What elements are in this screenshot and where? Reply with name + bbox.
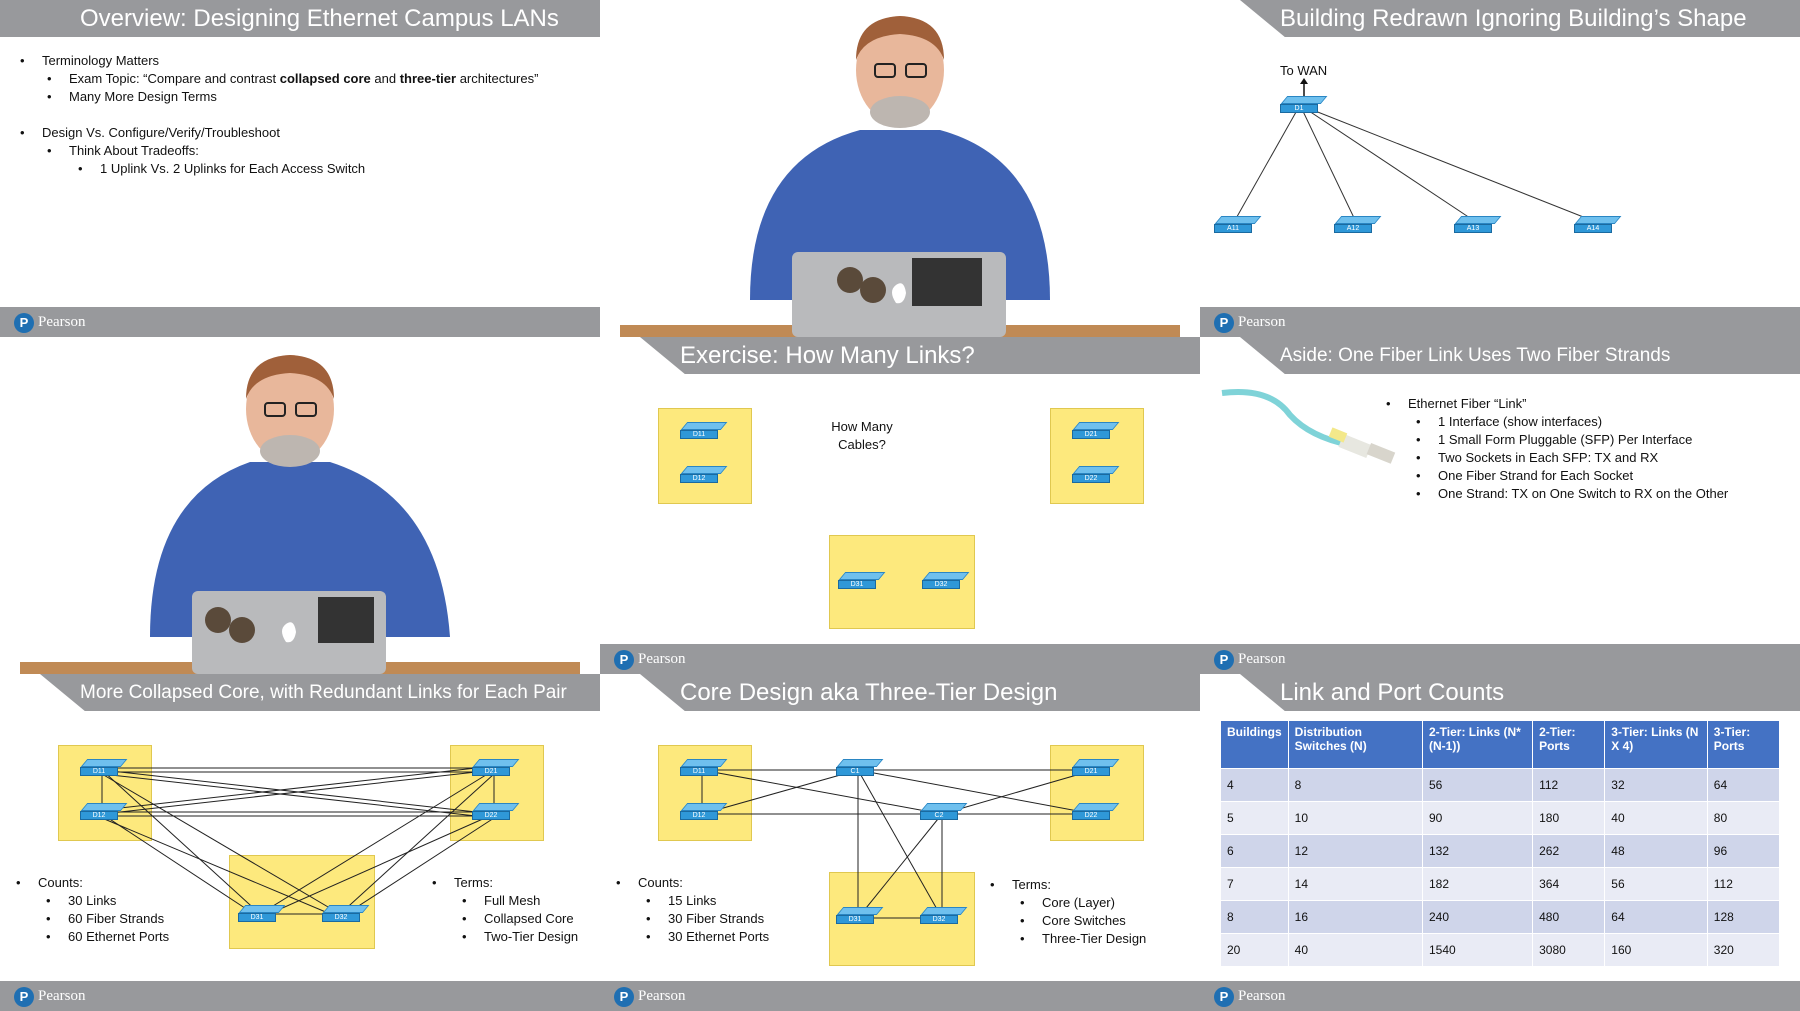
distribution-switch-icon: D32 (322, 905, 370, 923)
bullet: Many More Design Terms (47, 88, 538, 106)
table-header: 2-Tier: Ports (1532, 720, 1606, 769)
pearson-logo-icon: P (614, 986, 634, 1007)
table-header: 3-Tier: Links (N X 4) (1604, 720, 1708, 769)
terms-list: Terms: Core (Layer) Core Switches Three-… (990, 876, 1146, 948)
slide-title: Aside: One Fiber Link Uses Two Fiber Str… (1240, 337, 1800, 374)
distribution-switch-icon: D12 (680, 466, 728, 484)
slide-title: Exercise: How Many Links? (640, 337, 1200, 374)
panel-link-counts: Link and Port Counts Buildings Distribut… (1200, 674, 1800, 1011)
table-header: Buildings (1220, 720, 1289, 769)
distribution-switch-icon: D12 (80, 803, 128, 821)
distribution-switch-icon: D22 (1072, 803, 1120, 821)
panel-collapsed-core: More Collapsed Core, with Redundant Link… (0, 674, 600, 1011)
table-header-row: Buildings Distribution Switches (N) 2-Ti… (1220, 720, 1781, 769)
presenter-video-1 (600, 0, 1200, 337)
terms-list: Terms: Full Mesh Collapsed Core Two-Tier… (432, 874, 578, 946)
bullet: Ethernet Fiber “Link” (1386, 395, 1728, 413)
wan-label: To WAN (1280, 63, 1328, 78)
building-box (450, 745, 544, 841)
network-diagram (1233, 78, 1597, 223)
table-header: 2-Tier: Links (N*(N-1)) (1421, 720, 1534, 769)
counts-table: Buildings Distribution Switches (N) 2-Ti… (1220, 720, 1781, 967)
counts-list: Counts: 30 Links 60 Fiber Strands 60 Eth… (16, 874, 169, 946)
fiber-cable-icon (1221, 389, 1396, 464)
distribution-switch-icon: D11 (80, 759, 128, 777)
bullet: Think About Tradeoffs: (47, 142, 538, 160)
presenter-figure (620, 16, 1180, 337)
distribution-switch-icon: D31 (238, 905, 286, 923)
slide-title: Core Design aka Three-Tier Design (640, 674, 1200, 711)
counts-list: Counts: 15 Links 30 Fiber Strands 30 Eth… (616, 874, 769, 946)
bullet-list: Terminology Matters Exam Topic: “Compare… (20, 52, 538, 178)
core-switch-icon: C2 (920, 803, 968, 821)
bullet: Exam Topic: “Compare and contrast collap… (47, 70, 538, 88)
distribution-switch-icon: D31 (838, 572, 886, 590)
table-header: Distribution Switches (N) (1287, 720, 1423, 769)
panel-fiber: Aside: One Fiber Link Uses Two Fiber Str… (1200, 337, 1800, 674)
distribution-switch-icon: D12 (680, 803, 728, 821)
pearson-logo-icon: P (14, 312, 34, 333)
distribution-switch-icon: D11 (680, 759, 728, 777)
distribution-switch-icon: D31 (836, 907, 884, 925)
distribution-switch-icon: D11 (680, 422, 728, 440)
access-switch-icon: A14 (1574, 216, 1622, 234)
core-switch-icon: C1 (836, 759, 884, 777)
building-box (229, 855, 375, 949)
panel-overview: Overview: Designing Ethernet Campus LANs… (0, 0, 600, 337)
bullet: 1 Small Form Pluggable (SFP) Per Interfa… (1416, 431, 1728, 449)
core-switch-icon: D1 (1280, 96, 1328, 114)
distribution-switch-icon: D32 (922, 572, 970, 590)
bullet: 1 Uplink Vs. 2 Uplinks for Each Access S… (78, 160, 538, 178)
panel-exercise: Exercise: How Many Links? D11 D12 D21 D2… (600, 337, 1200, 674)
presenter-figure (20, 355, 580, 674)
presenter-video-2 (0, 337, 600, 674)
bullet: One Fiber Strand for Each Socket (1416, 467, 1728, 485)
distribution-switch-icon: D21 (1072, 422, 1120, 440)
bullet: One Strand: TX on One Switch to RX on th… (1416, 485, 1728, 503)
slide-title: Link and Port Counts (1240, 674, 1800, 711)
panel-three-tier: Core Design aka Three-Tier Design D11 D1… (600, 674, 1200, 1011)
distribution-switch-icon: D21 (472, 759, 520, 777)
distribution-switch-icon: D22 (472, 803, 520, 821)
slide-title: Building Redrawn Ignoring Building’s Sha… (1240, 0, 1800, 37)
panel-building-redrawn: Building Redrawn Ignoring Building’s Sha… (1200, 0, 1800, 337)
pearson-logo-icon: P (614, 649, 634, 670)
core-links (701, 769, 1095, 919)
bullet-list: Ethernet Fiber “Link” 1 Interface (show … (1386, 395, 1728, 503)
access-switch-icon: A11 (1214, 216, 1262, 234)
bullet: Two Sockets in Each SFP: TX and RX (1416, 449, 1728, 467)
slide-title: Overview: Designing Ethernet Campus LANs (0, 0, 600, 37)
access-switch-icon: A12 (1334, 216, 1382, 234)
slide-title: More Collapsed Core, with Redundant Link… (40, 674, 600, 711)
distribution-switch-icon: D22 (1072, 466, 1120, 484)
access-switch-icon: A13 (1454, 216, 1502, 234)
table-header: 3-Tier: Ports (1706, 720, 1781, 769)
pearson-logo-icon: P (1214, 649, 1234, 670)
full-mesh-links (101, 765, 495, 919)
distribution-switch-icon: D32 (920, 907, 968, 925)
bullet: Design Vs. Configure/Verify/Troubleshoot (20, 124, 538, 142)
bullet: Terminology Matters (20, 52, 538, 70)
pearson-logo-icon: P (14, 986, 34, 1007)
pearson-logo-icon: P (1214, 986, 1234, 1007)
distribution-switch-icon: D21 (1072, 759, 1120, 777)
pearson-logo-icon: P (1214, 312, 1234, 333)
bullet: 1 Interface (show interfaces) (1416, 413, 1728, 431)
question-text: How Many Cables? (831, 419, 893, 452)
